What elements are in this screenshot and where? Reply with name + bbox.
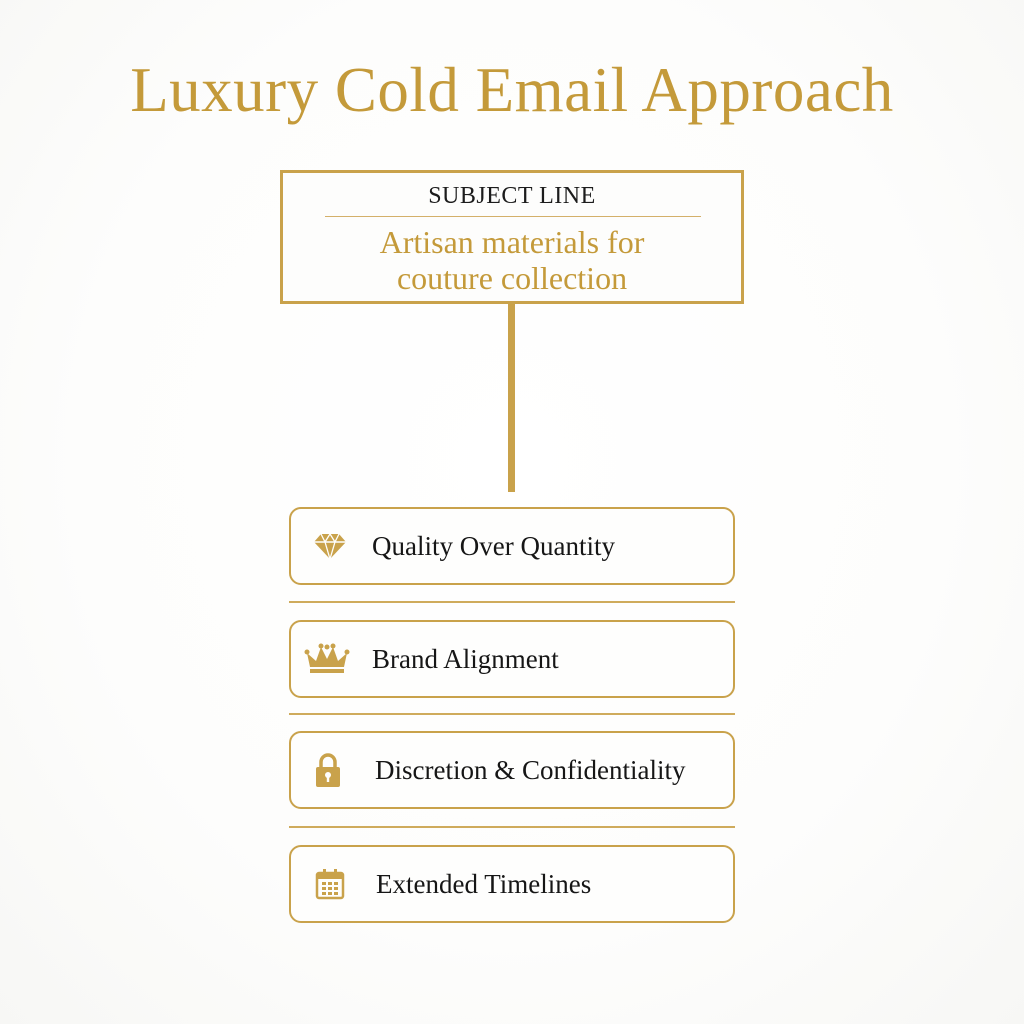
principle-item-discretion: Discretion & Confidentiality [289, 731, 735, 809]
principle-label: Quality Over Quantity [372, 531, 615, 561]
subject-line-text-line-2: couture collection [396, 260, 628, 296]
crown-icon [303, 643, 351, 675]
principle-label: Brand Alignment [372, 644, 559, 674]
subject-line-text-line-1: Artisan materials for [379, 224, 645, 260]
item-divider [289, 713, 735, 715]
principle-item-timelines: Extended Timelines [289, 845, 735, 923]
padlock-icon [314, 752, 342, 788]
subject-divider [325, 216, 701, 217]
diamond-icon [313, 532, 347, 560]
principle-label: Extended Timelines [376, 869, 592, 899]
calendar-icon [315, 868, 345, 900]
principle-item-brand: Brand Alignment [289, 620, 735, 698]
subject-line-box: SUBJECT LINE Artisan materials for coutu… [280, 170, 744, 304]
principle-label: Discretion & Confidentiality [375, 755, 686, 785]
item-divider [289, 601, 735, 603]
subject-line-label: SUBJECT LINE [428, 183, 596, 209]
diagram-title: Luxury Cold Email Approach [130, 55, 894, 125]
item-divider [289, 826, 735, 828]
principle-item-quality: Quality Over Quantity [289, 507, 735, 585]
connector-line [508, 304, 515, 492]
subject-line-text: Artisan materials for couture collection [283, 224, 741, 296]
